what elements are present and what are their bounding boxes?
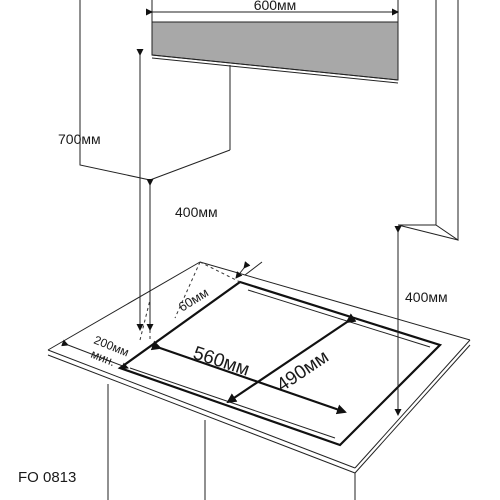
right-clearance-label: 400мм [405,289,448,305]
side-gap-dimension [61,339,129,370]
back-gap-dimension [235,261,251,279]
hob-cutout [117,280,443,447]
left-clearance-label: 400мм [175,204,218,220]
cutout-width-label: 560мм [190,343,251,381]
cutout-depth-dimension [226,313,357,404]
model-code: FO 0813 [18,469,76,486]
cutout-depth-label: 490мм [273,346,333,396]
hood-height-label: 700мм [58,131,101,147]
left-wall-cabinet [79,0,231,181]
right-wall-cabinet [397,0,459,241]
width-label: 600мм [254,0,297,13]
back-gap-label: 60мм [176,285,211,315]
range-hood [151,0,399,84]
